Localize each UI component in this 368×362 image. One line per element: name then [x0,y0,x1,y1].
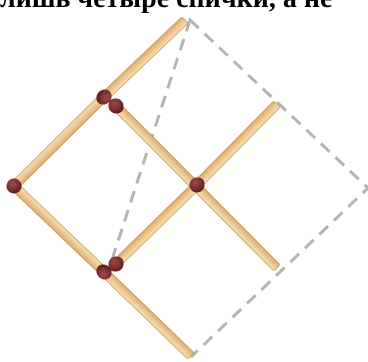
matchstick-body [11,94,107,189]
matchstick-body [101,17,188,101]
matchstick-body [101,269,194,359]
matchstick-head [109,99,124,114]
matchstick-upper-right-edge [93,17,188,108]
matchstick-body [11,183,107,276]
matchstick-head [109,257,124,272]
matchstick-body [194,101,280,188]
dashed-square-outline [108,20,368,356]
matchstick-body [113,182,200,267]
matchstick-head [190,178,205,193]
matchstick-head [7,179,22,194]
matchstick-center-cross-stick [93,261,194,359]
